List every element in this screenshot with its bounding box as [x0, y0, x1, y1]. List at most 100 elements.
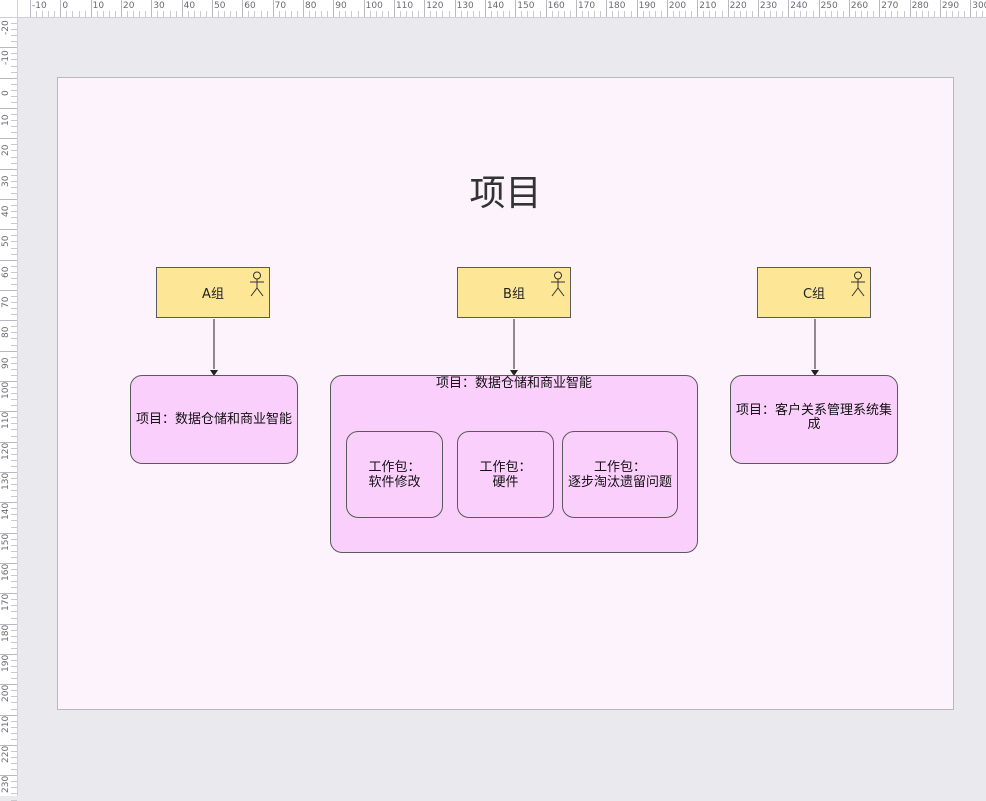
top-ruler-label: 90 — [335, 1, 347, 11]
top-ruler-tick — [211, 0, 213, 17]
work-package-hardware-line2: 硬件 — [492, 474, 519, 490]
work-package-hardware-line1: 工作包： — [479, 459, 532, 475]
top-ruler-label: 260 — [850, 1, 869, 11]
left-ruler-minor-tick — [11, 429, 17, 431]
top-ruler-minor-tick — [763, 11, 765, 17]
left-ruler-minor-tick — [11, 569, 17, 570]
left-ruler-label: 50 — [1, 235, 11, 248]
top-ruler-label: 40 — [183, 1, 196, 11]
top-ruler-tick — [484, 0, 486, 17]
left-ruler-minor-tick — [11, 95, 17, 97]
work-package-legacy[interactable]: 工作包： 逐步淘汰遗留问题 — [562, 431, 678, 518]
left-ruler-label: -10 — [1, 50, 11, 66]
left-ruler-minor-tick — [11, 23, 17, 25]
top-ruler-minor-tick — [315, 11, 317, 17]
left-ruler-minor-tick — [11, 708, 17, 710]
top-ruler-minor-tick — [466, 11, 468, 17]
group-b-actor[interactable]: B组 — [457, 267, 571, 318]
left-ruler-minor-tick — [11, 144, 17, 146]
left-ruler-minor-tick — [11, 617, 17, 619]
left-ruler-minor-tick — [11, 126, 17, 128]
work-package-hardware[interactable]: 工作包： 硬件 — [457, 431, 554, 518]
top-ruler-label: 200 — [668, 1, 687, 11]
top-ruler-label: 30 — [153, 1, 165, 11]
project-c-box[interactable]: 项目：客户关系管理系统集成 — [730, 375, 898, 464]
top-ruler-label: 120 — [426, 1, 444, 11]
top-ruler-minor-tick — [830, 11, 832, 17]
top-ruler-minor-tick — [460, 11, 462, 17]
left-ruler-label: 70 — [1, 296, 11, 308]
left-ruler-minor-tick — [11, 308, 17, 310]
left-ruler-minor-tick — [11, 514, 17, 516]
top-ruler-minor-tick — [509, 11, 511, 17]
left-ruler-minor-tick — [11, 29, 17, 31]
diagram-canvas[interactable]: 项目 A组 B组 — [57, 77, 954, 710]
group-c-actor[interactable]: C组 — [757, 267, 871, 318]
left-ruler-minor-tick — [11, 211, 17, 213]
top-ruler-minor-tick — [854, 11, 856, 17]
top-ruler-minor-tick — [163, 11, 165, 17]
left-ruler-tick — [0, 320, 17, 322]
left-ruler-minor-tick — [11, 265, 17, 267]
top-ruler-tick — [363, 0, 365, 17]
top-ruler-minor-tick — [491, 11, 493, 17]
left-ruler-tick — [0, 259, 17, 261]
left-ruler-minor-tick — [11, 423, 17, 425]
top-ruler-label: 250 — [820, 1, 838, 11]
top-ruler-minor-tick — [861, 11, 863, 17]
top-ruler-minor-tick — [412, 11, 414, 17]
left-ruler-minor-tick — [11, 192, 17, 194]
top-ruler-tick — [545, 0, 547, 17]
project-c-label: 项目：客户关系管理系统集成 — [735, 403, 892, 432]
top-ruler-minor-tick — [418, 11, 420, 17]
left-ruler-tick — [0, 289, 17, 291]
top-ruler-minor-tick — [345, 11, 347, 17]
left-ruler-minor-tick — [11, 526, 17, 528]
left-ruler-minor-tick — [11, 314, 17, 316]
top-ruler-minor-tick — [551, 11, 553, 17]
top-ruler-minor-tick — [387, 11, 389, 17]
left-ruler-label: 110 — [1, 412, 11, 430]
top-ruler-minor-tick — [205, 11, 207, 17]
left-ruler-minor-tick — [11, 465, 17, 467]
project-a-box[interactable]: 项目：数据仓储和商业智能 — [130, 375, 298, 464]
top-ruler-tick — [727, 0, 729, 17]
group-a-actor[interactable]: A组 — [156, 267, 270, 318]
left-ruler-minor-tick — [11, 666, 17, 668]
top-ruler-minor-tick — [776, 11, 778, 17]
left-ruler-minor-tick — [11, 71, 17, 73]
top-ruler-minor-tick — [563, 11, 565, 17]
top-ruler-minor-tick — [42, 11, 44, 17]
top-ruler-tick — [606, 0, 608, 17]
left-ruler-minor-tick — [11, 647, 17, 649]
top-ruler-minor-tick — [703, 11, 705, 17]
top-ruler-tick — [939, 0, 941, 17]
top-ruler-minor-tick — [218, 11, 220, 17]
diagram-title[interactable]: 项目 — [469, 173, 542, 214]
top-ruler-minor-tick — [824, 11, 826, 17]
left-ruler-minor-tick — [11, 217, 17, 219]
top-ruler-minor-tick — [903, 11, 905, 17]
top-ruler-tick — [697, 0, 699, 17]
top-ruler-minor-tick — [654, 11, 656, 17]
top-ruler-minor-tick — [448, 11, 450, 17]
top-ruler-minor-tick — [260, 11, 262, 17]
top-ruler-minor-tick — [709, 11, 711, 17]
project-b-box[interactable]: 项目：数据仓储和商业智能 工作包： 软件修改 工作包： 硬件 工作包： 逐步淘汰… — [330, 375, 698, 553]
top-ruler-minor-tick — [533, 11, 535, 17]
left-ruler-tick — [0, 411, 17, 413]
left-ruler-minor-tick — [11, 659, 17, 661]
top-ruler-minor-tick — [885, 11, 887, 17]
top-ruler-minor-tick — [175, 11, 177, 17]
top-ruler-minor-tick — [958, 11, 960, 17]
top-ruler-minor-tick — [224, 11, 226, 17]
work-package-software[interactable]: 工作包： 软件修改 — [346, 431, 443, 518]
top-ruler-label: 100 — [365, 1, 383, 11]
top-ruler-minor-tick — [600, 11, 602, 17]
left-ruler-label: 140 — [1, 503, 11, 521]
top-ruler-tick — [242, 0, 244, 17]
top-ruler-minor-tick — [745, 11, 747, 17]
top-ruler-label: 20 — [122, 1, 135, 11]
